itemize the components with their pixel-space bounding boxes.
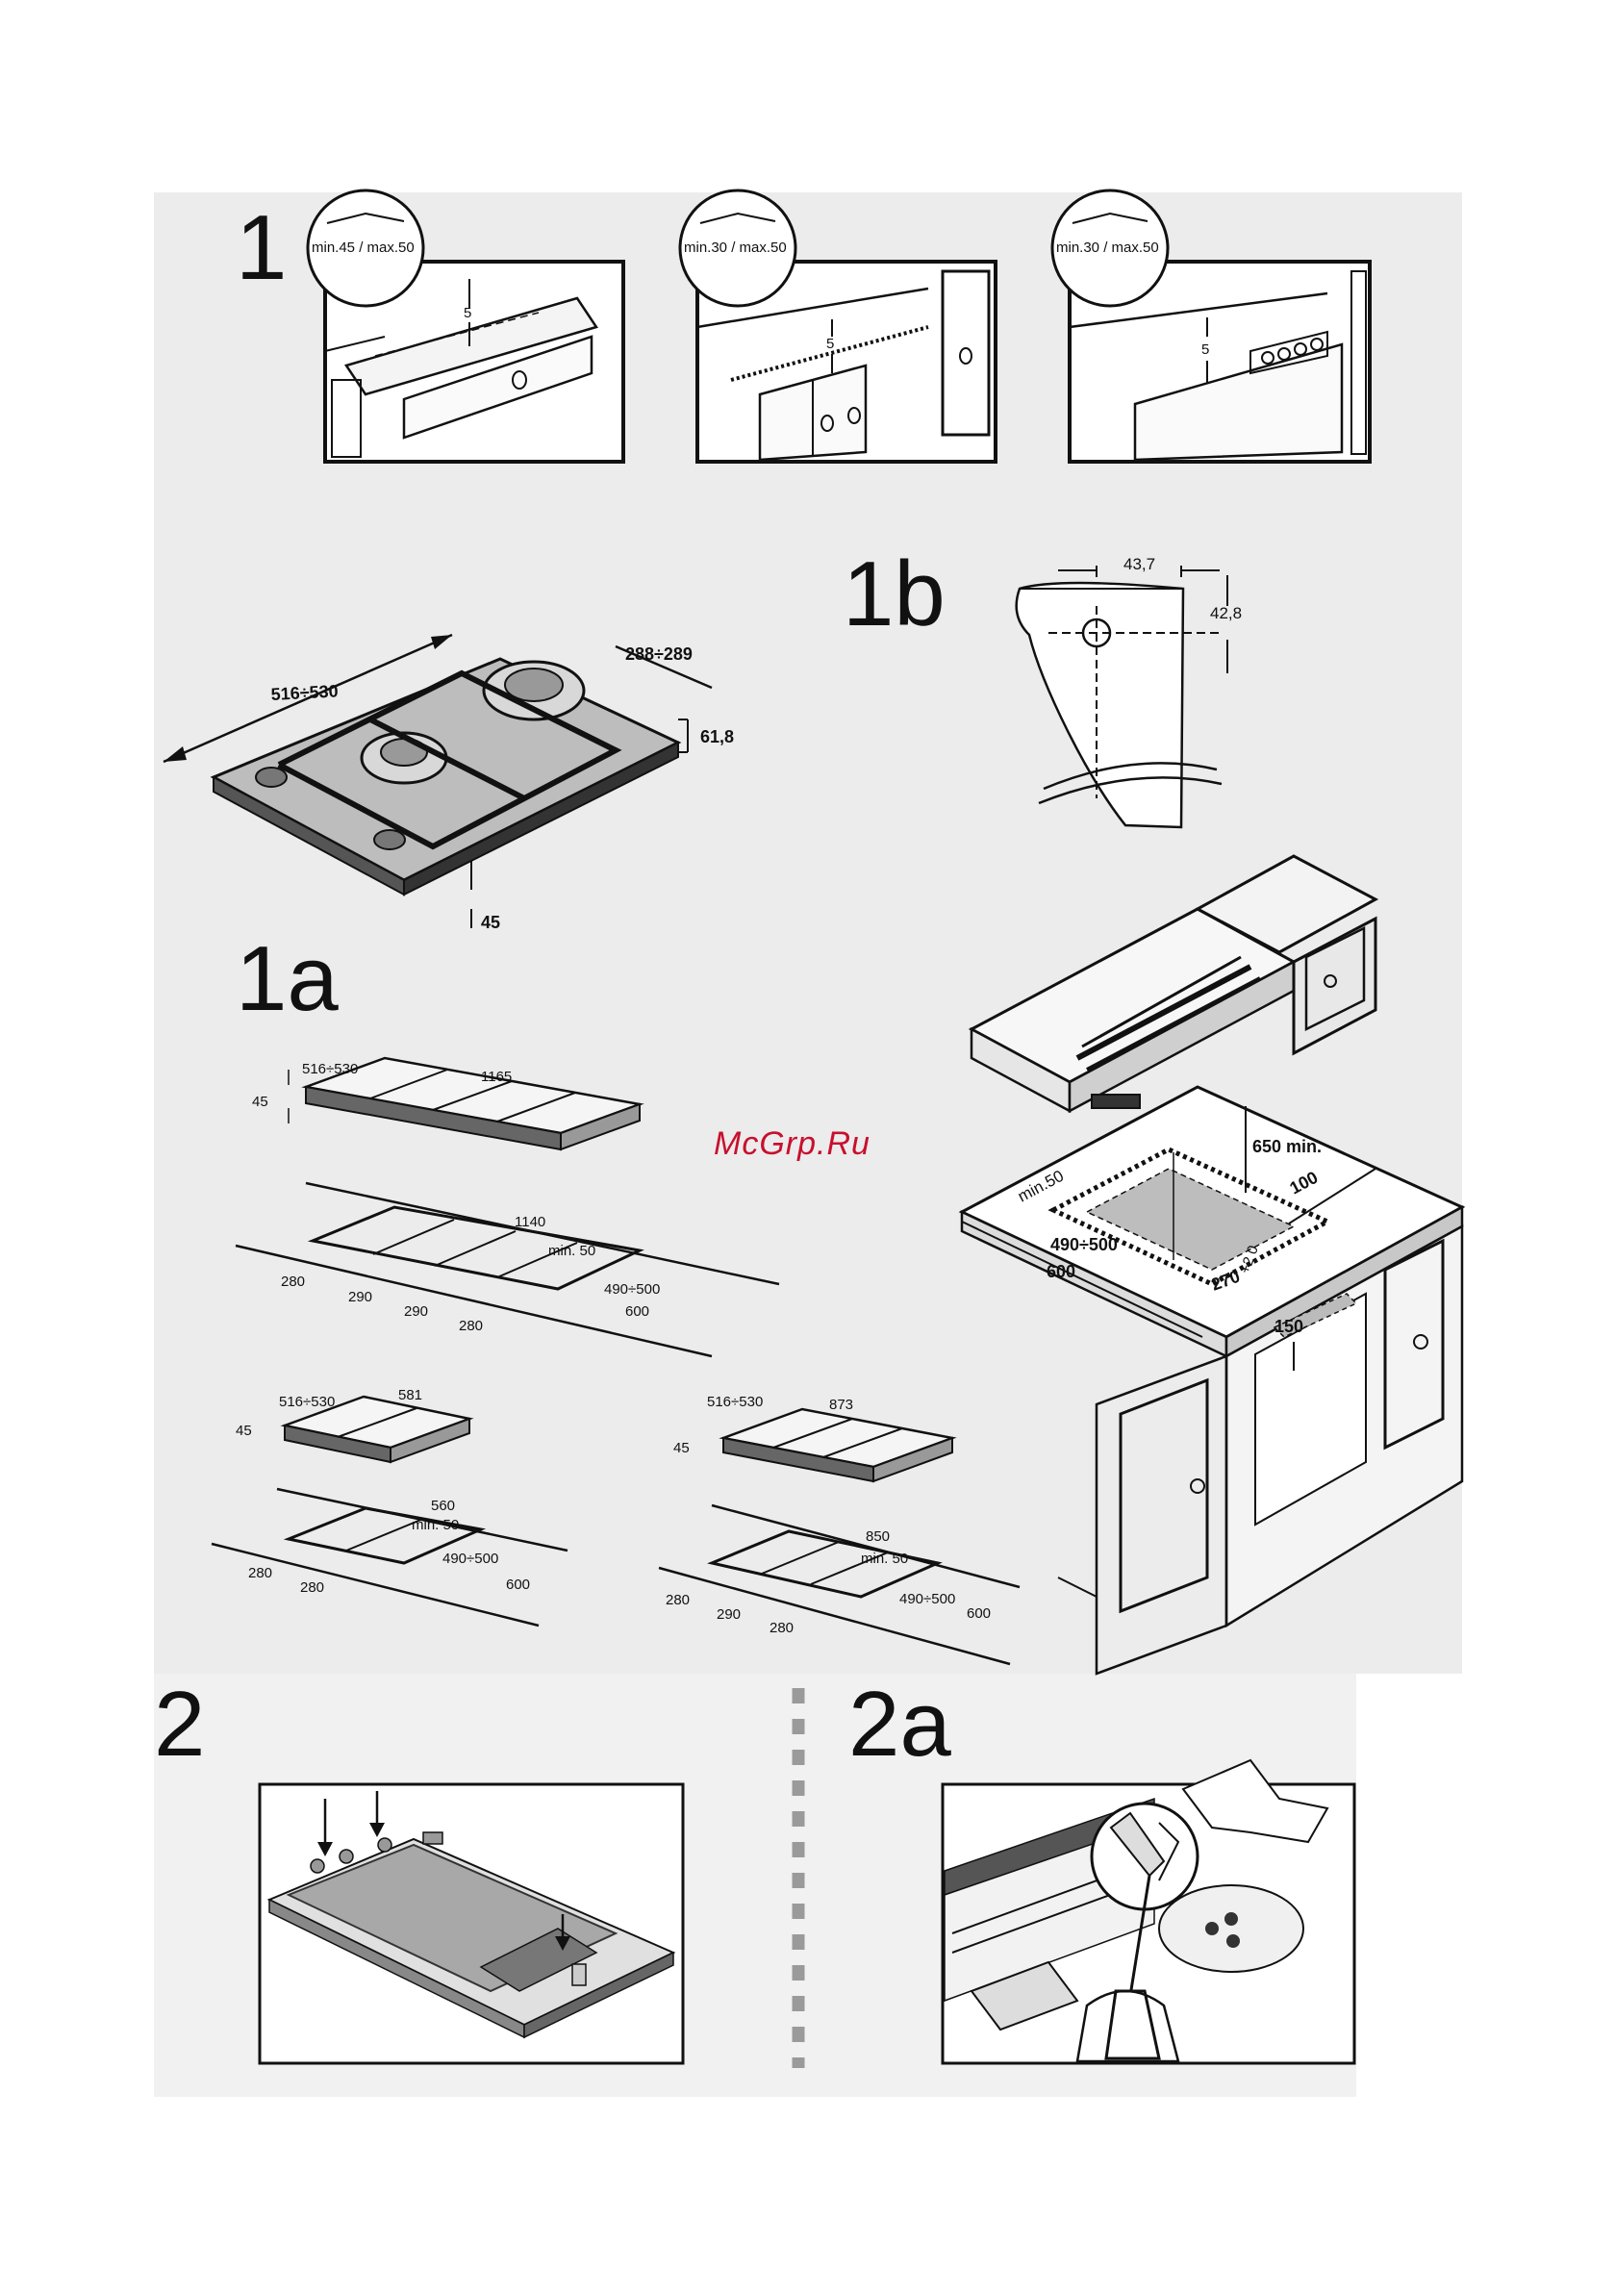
cabinet-hood-dim: 650 min. [1252,1137,1322,1156]
step-1-panel-oven: 5 min.30 / max.50 [1050,189,1372,464]
bracket-y-dim: 42,8 [1210,604,1242,622]
step-2a-label: 2a [848,1673,951,1776]
step-1-panel-vent: 5 min.30 / max.50 [678,189,997,464]
layout4-pos-3: 280 [459,1318,483,1334]
layout4-pos-1: 290 [348,1289,372,1305]
panel-1-range: min.45 / max.50 [312,240,415,256]
layout2-depth: 600 [506,1577,530,1593]
hob-below-dim: 45 [481,913,500,932]
step-1b-label: 1b [843,542,946,645]
layout3-height: 45 [673,1440,690,1456]
layout2-pos-0: 280 [248,1565,272,1581]
layout4-length: 1165 [481,1069,512,1085]
panel-2-range: min.30 / max.50 [684,240,787,256]
bracket-x-dim: 43,7 [1123,555,1155,573]
layout3-depth-range: 490÷500 [899,1591,955,1607]
layout2-length: 581 [398,1387,422,1403]
layout3-width: 516÷530 [707,1394,763,1410]
hob-width-dim: 516÷530 [270,681,339,704]
layout3-length: 873 [829,1397,853,1413]
layout3-pos-2: 280 [770,1620,794,1636]
layout2-height: 45 [236,1423,252,1439]
layout4-min: min. 50 [548,1243,595,1259]
layout3-depth: 600 [967,1605,991,1622]
watermark: McGrp.Ru [714,1125,871,1162]
step-1a-label: 1a [236,927,339,1030]
bracket-detail-1b: 43,7 42,8 [1015,555,1242,829]
step-1-panel-drawer: 5 min.45 / max.50 [306,189,625,464]
panel-2-gap: 5 [826,336,834,352]
layout4-pos-0: 280 [281,1274,305,1290]
layout3-cut-length: 850 [866,1528,890,1545]
layout4-pos-2: 290 [404,1303,428,1320]
panel-3-gap: 5 [1201,341,1209,358]
step-2-panel-seal [258,1782,685,2065]
panel-1-gap: 5 [464,305,471,321]
cabinet-depth-dim: 600 [1047,1262,1075,1281]
panel-3-range: min.30 / max.50 [1056,240,1159,256]
layout4-depth: 600 [625,1303,649,1320]
layout4-width: 516÷530 [302,1061,358,1077]
layout2-width: 516÷530 [279,1394,335,1410]
layout3-min: min. 50 [861,1551,908,1567]
gas-hob-drawing: 516÷530 288÷289 61,8 45 [163,633,734,932]
hob-depth-dim: 288÷289 [625,644,693,664]
kitchen-cabinet-drawing: 650 min. 100 min.50 490÷500 600 270 +2 0… [958,854,1466,1676]
layout2-depth-range: 490÷500 [442,1551,498,1567]
hob-height-dim: 61,8 [700,727,734,746]
step-2a-panel-screw [941,1758,1356,2065]
layout-four-hobs: 516÷530 1165 45 1140 min. 50 280 290 290… [235,1056,780,1358]
layout-three-hobs: 516÷530 873 45 850 min. 50 280 290 280 4… [658,1394,1021,1666]
step-2-label: 2 [154,1673,205,1776]
layout2-min: min. 50 [412,1517,459,1533]
layout4-height: 45 [252,1094,268,1110]
cabinet-depth-range-dim: 490÷500 [1050,1235,1118,1254]
cabinet-below-dim: 150 [1274,1317,1303,1336]
layout3-pos-1: 290 [717,1606,741,1623]
layout4-cut-length: 1140 [515,1214,545,1230]
layout4-depth-range: 490÷500 [604,1281,660,1298]
layout2-pos-1: 280 [300,1579,324,1596]
layout-two-hobs: 516÷530 581 45 560 min. 50 280 280 490÷5… [211,1387,568,1627]
step-1-label: 1 [236,196,287,299]
layout3-pos-0: 280 [666,1592,690,1608]
layout2-cut-length: 560 [431,1498,455,1514]
